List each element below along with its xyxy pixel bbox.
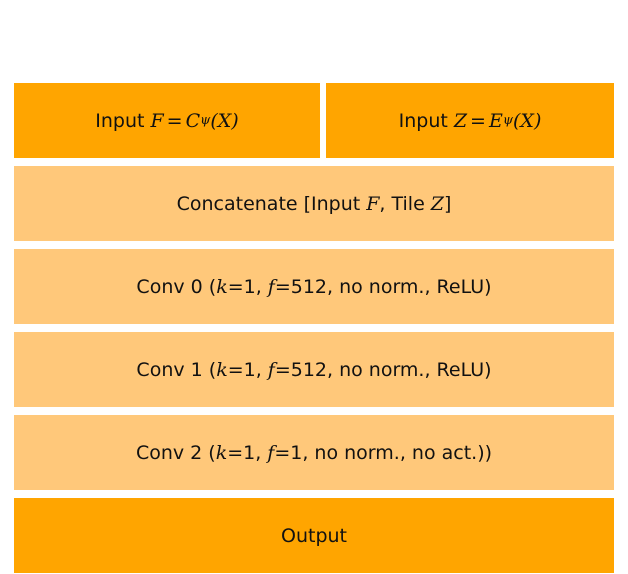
conv2-f-var: f	[267, 441, 275, 464]
input-f-eq: =	[166, 109, 183, 132]
concat-var-f: F	[366, 192, 380, 215]
conv0-rest: =512, no norm., ReLU)	[274, 275, 492, 298]
input-z-eq: =	[470, 109, 486, 132]
conv0-k-var: k	[216, 275, 228, 298]
input-f-func: C	[185, 109, 201, 132]
conv2-prefix: Conv 2 (	[135, 441, 216, 464]
conv0-prefix: Conv 0 (	[136, 275, 217, 298]
conv0-k-val: =1,	[227, 275, 262, 298]
conv0-f-var: f	[267, 275, 275, 298]
conv2-k-var: k	[215, 441, 228, 464]
input-f-word: Input	[95, 109, 145, 132]
conv1-rest: =512, no norm., ReLU)	[274, 358, 492, 381]
conv1-prefix: Conv 1 (	[136, 358, 217, 381]
conv2-k-val: =1,	[227, 441, 262, 464]
concat-var-z: Z	[430, 192, 444, 215]
conv1-k-val: =1,	[227, 358, 262, 381]
conv2-block: Conv 2 ( k =1, f =1, no norm., no act.))	[14, 415, 614, 490]
input-f-sub: ψ	[200, 113, 211, 128]
input-f-var: F	[150, 109, 164, 132]
concat-mid: , Tile	[379, 192, 425, 215]
concat-suffix: ]	[443, 192, 452, 215]
concat-block: Concatenate [Input F , Tile Z ]	[14, 166, 614, 241]
input-z-word: Input	[398, 109, 448, 132]
input-z-var: Z	[453, 109, 468, 132]
conv1-block: Conv 1 ( k =1, f =512, no norm., ReLU)	[14, 332, 614, 407]
input-f-arg: (X)	[210, 109, 239, 132]
output-block: Output	[14, 498, 614, 573]
input-z-sub: ψ	[502, 113, 514, 128]
concat-prefix: Concatenate [Input	[176, 192, 361, 215]
conv1-f-var: f	[267, 358, 275, 381]
input-z-arg: (X)	[513, 109, 542, 132]
input-z-func: E	[488, 109, 503, 132]
conv0-block: Conv 0 ( k =1, f =512, no norm., ReLU)	[14, 249, 614, 324]
conv1-k-var: k	[216, 358, 228, 381]
conv2-rest: =1, no norm., no act.))	[274, 441, 493, 464]
output-label: Output	[281, 524, 347, 547]
